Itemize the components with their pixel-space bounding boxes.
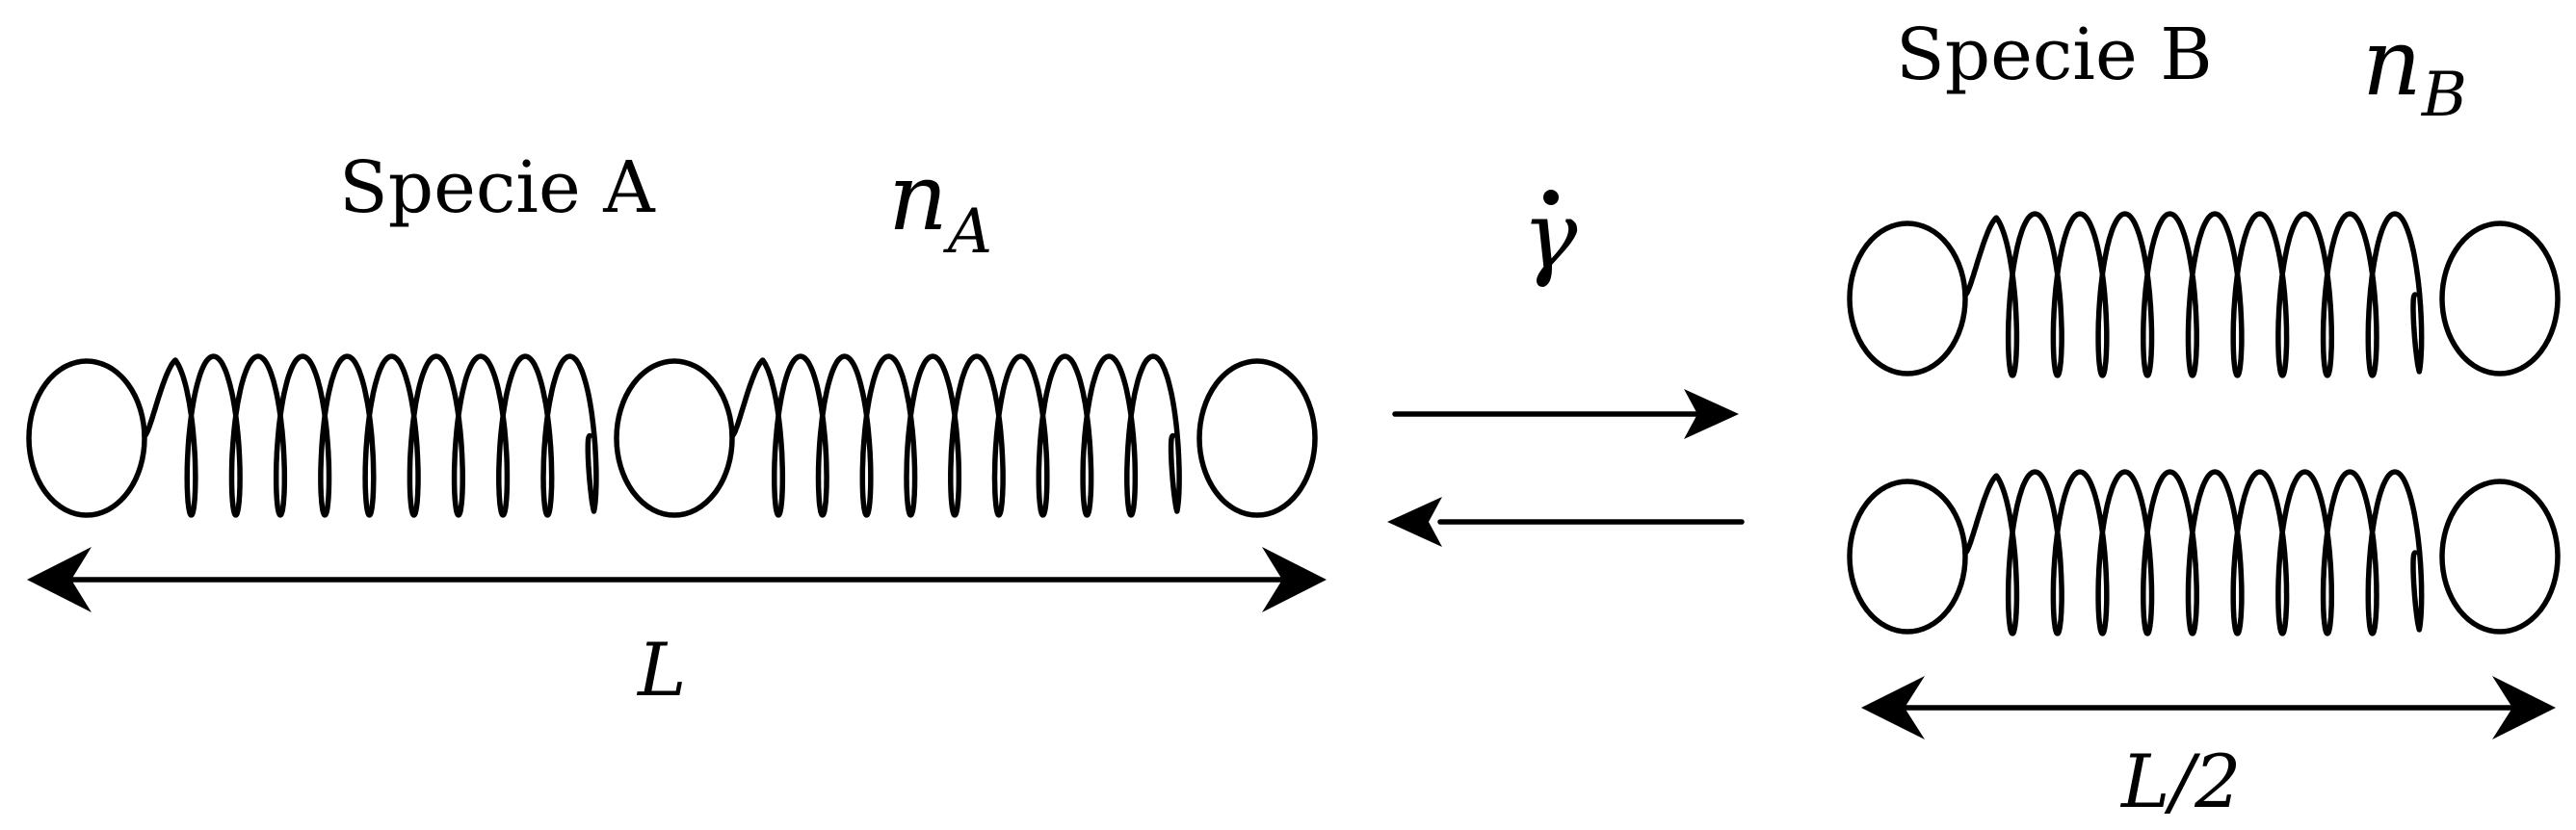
- specie-b-bottom-spring: [1962, 469, 2425, 636]
- specie-b-bottom-bead-left: [1847, 479, 1968, 635]
- specie-b-top-spring: [1962, 211, 2425, 378]
- reverse-reaction-arrowhead: [1387, 497, 1442, 547]
- specie-a-density-var: n: [888, 143, 948, 251]
- shear-rate-symbol: γ: [1522, 182, 1578, 290]
- specie-a-spring-left: [142, 353, 599, 518]
- specie-b-length-arrowhead-left: [1861, 676, 1925, 739]
- specie-b-top-bead-right: [2439, 220, 2561, 376]
- specie-a-length-arrowhead-left: [27, 547, 92, 612]
- specie-a-label: Specie A: [339, 146, 656, 229]
- specie-b-top-bead-left: [1847, 220, 1968, 376]
- specie-b-density-label: nB: [2362, 9, 2467, 131]
- specie-b-length-label: L/2: [2119, 739, 2241, 824]
- specie-a-density-label: nA: [888, 143, 992, 268]
- specie-a-bead-middle: [614, 358, 735, 518]
- specie-b-density-var: n: [2362, 9, 2422, 117]
- specie-b-bottom-bead-right: [2439, 479, 2561, 635]
- specie-b-density-sub: B: [2421, 60, 2467, 131]
- shear-rate-label: γ: [1522, 182, 1578, 290]
- specie-b-chain-top: [1847, 211, 2561, 378]
- specie-a-bead-right: [1196, 358, 1318, 518]
- specie-a-length-arrowhead-right: [1262, 547, 1327, 612]
- specie-a-bead-left: [26, 358, 147, 518]
- specie-b-label: Specie B: [1896, 13, 2213, 96]
- specie-a-length-label: L: [636, 627, 686, 713]
- specie-a-density-sub: A: [943, 196, 992, 268]
- specie-a-spring-right: [729, 353, 1182, 518]
- specie-a-chain: [26, 353, 1318, 518]
- specie-b-length-arrowhead-right: [2492, 676, 2556, 739]
- shear-rate-dot: [1543, 190, 1559, 205]
- forward-reaction-arrowhead: [1684, 389, 1739, 439]
- specie-b-chain-bottom: [1847, 469, 2561, 636]
